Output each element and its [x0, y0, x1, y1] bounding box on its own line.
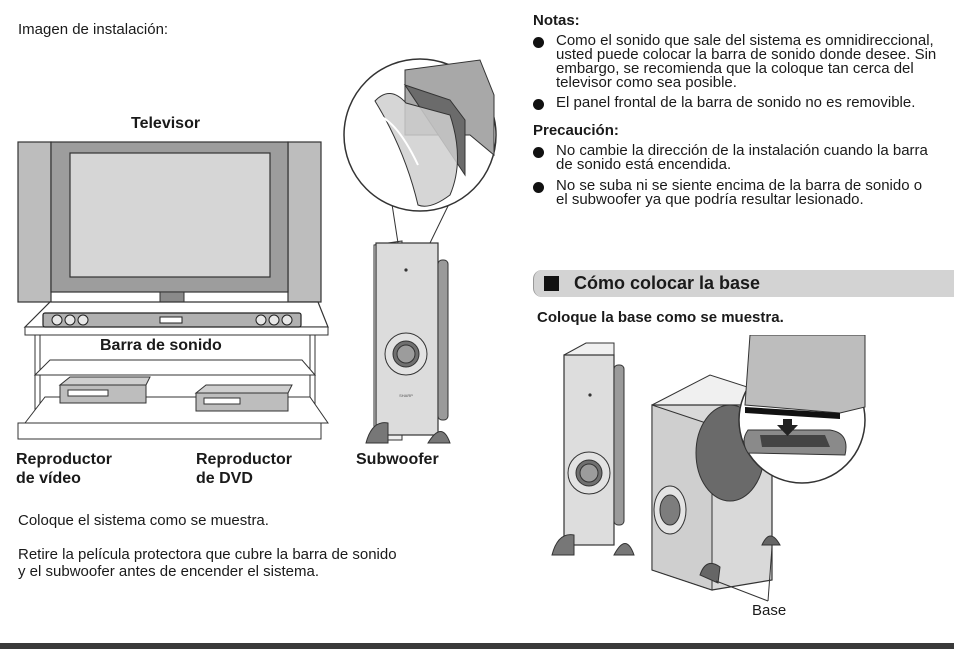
- subwoofer-front: [563, 354, 615, 546]
- subwoofer-label: Subwoofer: [356, 451, 439, 468]
- right-column: Notas: Como el sonido que sale del siste…: [533, 12, 937, 208]
- arrow-down-icon: [777, 419, 798, 436]
- base-label: Base: [752, 602, 787, 619]
- tv-speaker-right: [287, 141, 322, 303]
- dvd-player-label-line2: de DVD: [196, 470, 253, 487]
- tv-label: Televisor: [131, 115, 201, 132]
- soundbar-label: Barra de sonido: [100, 337, 222, 354]
- base-instruction: Coloque la base como se muestra.: [537, 309, 784, 326]
- caution-heading: Precaución:: [533, 122, 619, 139]
- base-illustration: [551, 335, 866, 602]
- subwoofer-brand: SHARP: [399, 393, 413, 398]
- section-title: Cómo colocar la base: [574, 273, 761, 293]
- tv-speaker-left: [17, 141, 52, 303]
- section-header: Cómo colocar la base: [533, 270, 954, 297]
- film-removal-line2: y el subwoofer antes de encender el sist…: [18, 563, 320, 580]
- video-player-label-line1: Reproductor: [16, 451, 112, 468]
- footer-divider: [0, 643, 954, 649]
- placement-instruction: Coloque el sistema como se muestra.: [18, 512, 269, 529]
- bullet-icon: [533, 182, 544, 193]
- install-heading: Imagen de instalación:: [18, 21, 169, 38]
- section-square-icon: [544, 276, 559, 291]
- installation-illustration: SHARP: [17, 58, 497, 444]
- bullet-icon: [533, 99, 544, 110]
- notes-heading: Notas:: [533, 12, 580, 29]
- tv-screen: [69, 152, 271, 278]
- dvd-player-label-line1: Reproductor: [196, 451, 292, 468]
- film-removal-line1: Retire la película protectora que cubre …: [18, 546, 397, 563]
- video-player-label-line2: de vídeo: [16, 470, 81, 487]
- bullet-icon: [533, 147, 544, 158]
- bullet-icon: [533, 37, 544, 48]
